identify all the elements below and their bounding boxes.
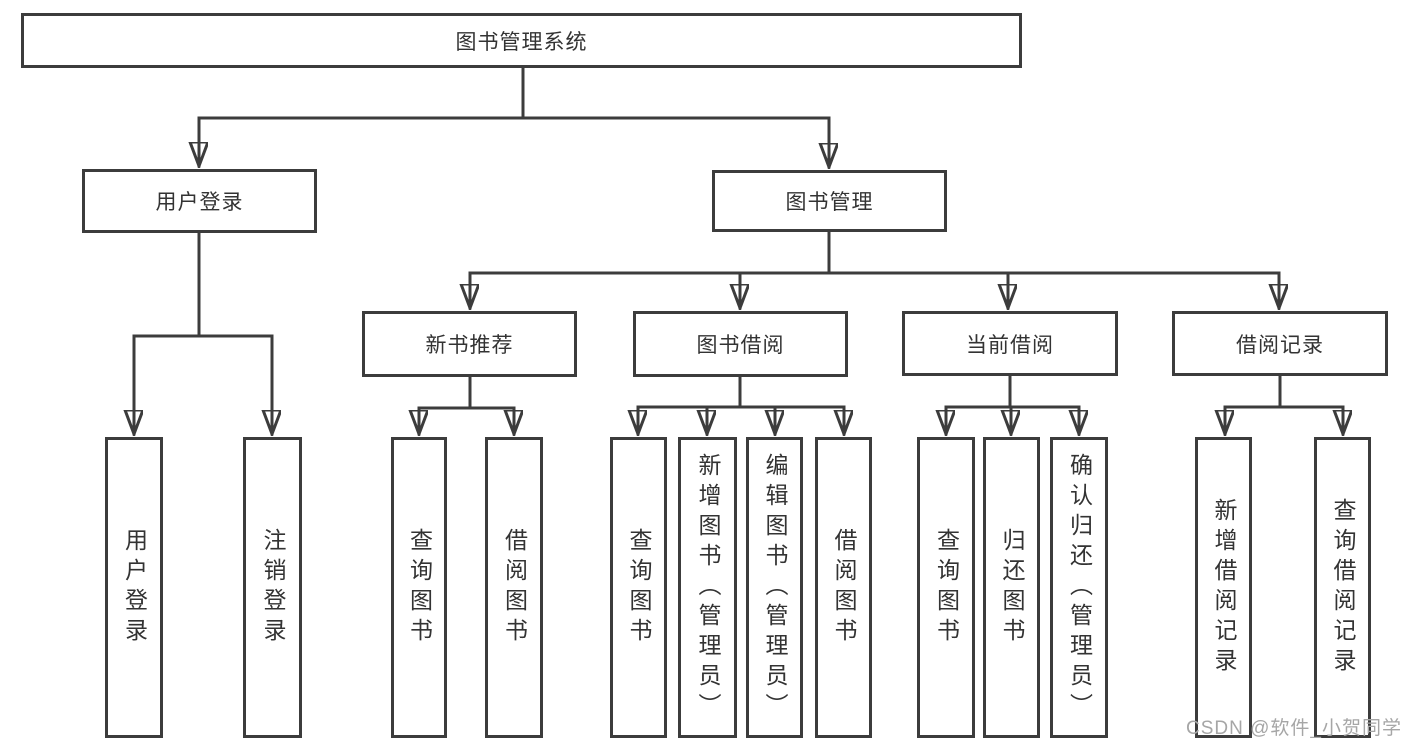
csdn-watermark: CSDN @软件_小贺同学 (1186, 718, 1402, 739)
leaf-query-borrow-record-label: 查询借阅记录 (1330, 497, 1356, 678)
leaf-borrow-books-2: 借阅图书 (815, 437, 872, 738)
connector-book-mgmt-children (470, 230, 1279, 308)
leaf-edit-book-admin-label: 编辑图书（管理员） (762, 452, 788, 723)
node-new-book-recommend-label: 新书推荐 (425, 334, 514, 357)
node-book-borrow-label: 图书借阅 (696, 334, 785, 357)
leaf-add-book-admin: 新增图书（管理员） (678, 437, 737, 738)
node-book-mgmt-label: 图书管理 (785, 191, 874, 214)
node-book-borrow: 图书借阅 (633, 311, 848, 377)
leaf-borrow-books-2-label: 借阅图书 (831, 527, 857, 648)
leaf-edit-book-admin: 编辑图书（管理员） (746, 437, 803, 738)
connector-borrow-records-children (1225, 374, 1343, 434)
node-root: 图书管理系统 (21, 13, 1022, 68)
leaf-add-borrow-record: 新增借阅记录 (1195, 437, 1252, 738)
leaf-query-books-1: 查询图书 (391, 437, 447, 738)
connector-user-login-children (134, 231, 272, 434)
connector-current-borrow-children (946, 374, 1079, 434)
leaf-return-book-label: 归还图书 (999, 527, 1025, 648)
node-borrow-records-label: 借阅记录 (1236, 333, 1324, 357)
leaf-query-books-2-label: 查询图书 (626, 527, 652, 648)
leaf-confirm-return-admin-label: 确认归还（管理员） (1066, 452, 1093, 723)
leaf-query-books-2: 查询图书 (610, 437, 667, 738)
node-borrow-records: 借阅记录 (1172, 311, 1388, 376)
node-current-borrow: 当前借阅 (902, 311, 1118, 376)
connector-new-book-children (419, 375, 514, 434)
leaf-query-borrow-record: 查询借阅记录 (1314, 437, 1371, 738)
node-user-login: 用户登录 (82, 169, 317, 233)
leaf-query-books-3: 查询图书 (917, 437, 975, 738)
connector-root-to-level2 (199, 66, 829, 167)
leaf-query-books-3-label: 查询图书 (933, 527, 960, 648)
node-new-book-recommend: 新书推荐 (362, 311, 577, 377)
leaf-confirm-return-admin: 确认归还（管理员） (1050, 437, 1108, 738)
connector-book-borrow-children (638, 375, 844, 434)
leaf-borrow-books-1: 借阅图书 (485, 437, 543, 738)
leaf-query-books-1-label: 查询图书 (406, 527, 433, 648)
node-root-label: 图书管理系统 (455, 30, 588, 54)
node-current-borrow-label: 当前借阅 (966, 333, 1054, 357)
leaf-return-book: 归还图书 (983, 437, 1040, 738)
leaf-add-book-admin-label: 新增图书（管理员） (695, 452, 721, 723)
node-user-login-label: 用户登录 (155, 191, 244, 214)
leaf-borrow-books-1-label: 借阅图书 (501, 527, 528, 648)
leaf-logout: 注销登录 (243, 437, 302, 738)
leaf-user-login-label: 用户登录 (121, 527, 148, 648)
leaf-logout-label: 注销登录 (260, 527, 286, 648)
leaf-user-login: 用户登录 (105, 437, 163, 738)
node-book-mgmt: 图书管理 (712, 170, 947, 232)
leaf-add-borrow-record-label: 新增借阅记录 (1211, 497, 1237, 678)
